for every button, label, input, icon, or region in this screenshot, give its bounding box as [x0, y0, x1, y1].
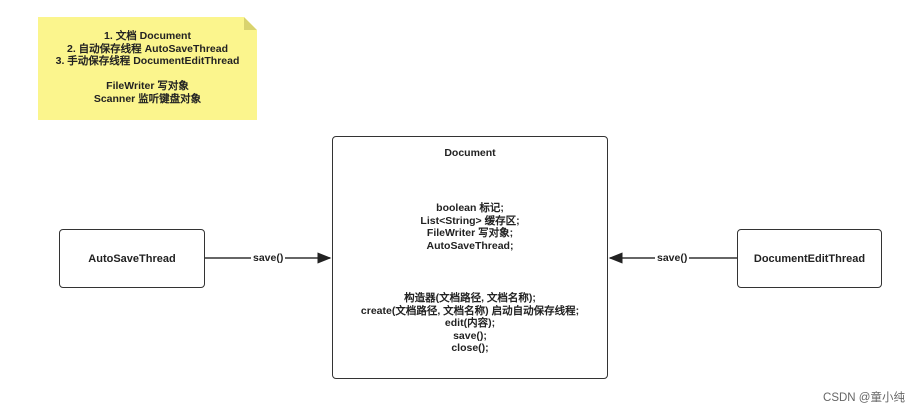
note-line: FileWriter 写对象 — [106, 80, 189, 92]
left-save-label: save() — [251, 252, 286, 264]
note-line: Scanner 监听键盘对象 — [93, 92, 202, 105]
document-title: Document — [444, 147, 496, 159]
watermark: CSDN @童小纯 — [823, 392, 905, 404]
document-edit-thread-box[interactable]: DocumentEditThread — [737, 229, 882, 288]
note-line: 1. 文档 Document — [104, 30, 191, 42]
method-line: save(); — [453, 329, 487, 342]
field-line: boolean 标记; — [436, 202, 504, 214]
field-line: AutoSaveThread; — [426, 239, 514, 252]
field-line: FileWriter 写对象; — [426, 227, 514, 239]
autosave-thread-label: AutoSaveThread — [88, 252, 176, 265]
note-line: 3. 手动保存线程 DocumentEditThread — [55, 55, 240, 67]
sticky-note: 1. 文档 Document 2. 自动保存线程 AutoSaveThread … — [38, 17, 257, 120]
method-line: 构造器(文档路径, 文档名称); — [404, 292, 536, 304]
document-class-box[interactable]: Document boolean 标记; List<String> 缓存区; F… — [332, 136, 608, 379]
note-line: 2. 自动保存线程 AutoSaveThread — [66, 42, 229, 55]
document-methods: 构造器(文档路径, 文档名称); create(文档路径, 文档名称) 启动自动… — [333, 292, 607, 355]
method-line: close(); — [451, 342, 489, 354]
document-edit-thread-label: DocumentEditThread — [753, 252, 866, 265]
document-fields: boolean 标记; List<String> 缓存区; FileWriter… — [333, 202, 607, 252]
autosave-thread-box[interactable]: AutoSaveThread — [59, 229, 205, 288]
field-line: List<String> 缓存区; — [420, 214, 520, 227]
method-line: edit(内容); — [444, 317, 496, 329]
right-save-label: save() — [655, 252, 690, 264]
method-line: create(文档路径, 文档名称) 启动自动保存线程; — [360, 304, 580, 317]
